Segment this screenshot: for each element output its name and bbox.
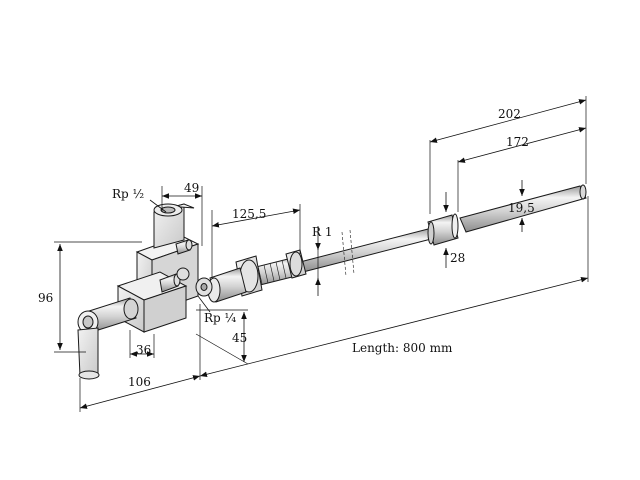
r1-label: R 1 bbox=[312, 225, 332, 239]
valve-handle bbox=[77, 297, 139, 380]
rp-half-label: Rp ½ bbox=[112, 187, 144, 201]
length-label: Length: 800 mm bbox=[352, 341, 453, 355]
rp-quarter-leader bbox=[197, 295, 211, 313]
sensor-tube bbox=[299, 184, 587, 273]
break-marks bbox=[341, 229, 355, 277]
coupling bbox=[207, 267, 247, 303]
side-boss bbox=[195, 277, 213, 297]
dim-106-line bbox=[79, 375, 201, 409]
dim-19-5-label: 19,5 bbox=[508, 201, 535, 215]
dim-202-line bbox=[429, 99, 587, 143]
dim-106-label: 106 bbox=[128, 375, 151, 389]
small-nipple-top bbox=[175, 239, 193, 255]
small-nipple-side bbox=[159, 267, 190, 293]
dim-172-label: 172 bbox=[506, 135, 529, 149]
dimension-lines bbox=[57, 99, 589, 409]
dim-125-5-label: 125,5 bbox=[232, 207, 266, 221]
top-port bbox=[153, 203, 195, 249]
dim-49-label: 49 bbox=[184, 181, 199, 195]
dim-202-label: 202 bbox=[498, 107, 521, 121]
dim-28-label: 28 bbox=[450, 251, 465, 265]
tube-collar bbox=[427, 213, 459, 246]
dim-96-label: 96 bbox=[38, 291, 53, 305]
dimension-labels: 202 172 19,5 28 49 Rp ½ 125,5 R 1 96 Rp … bbox=[38, 107, 535, 389]
threaded-fitting bbox=[235, 249, 307, 297]
dim-172-line bbox=[457, 127, 587, 163]
dim-36-label: 36 bbox=[136, 343, 151, 357]
rp-quarter-label: Rp ¼ bbox=[204, 311, 237, 325]
dim-125-5-line bbox=[211, 208, 301, 228]
rp-half-leader bbox=[149, 199, 167, 213]
dim-45-label: 45 bbox=[232, 331, 247, 345]
dim-length-line bbox=[199, 276, 589, 378]
